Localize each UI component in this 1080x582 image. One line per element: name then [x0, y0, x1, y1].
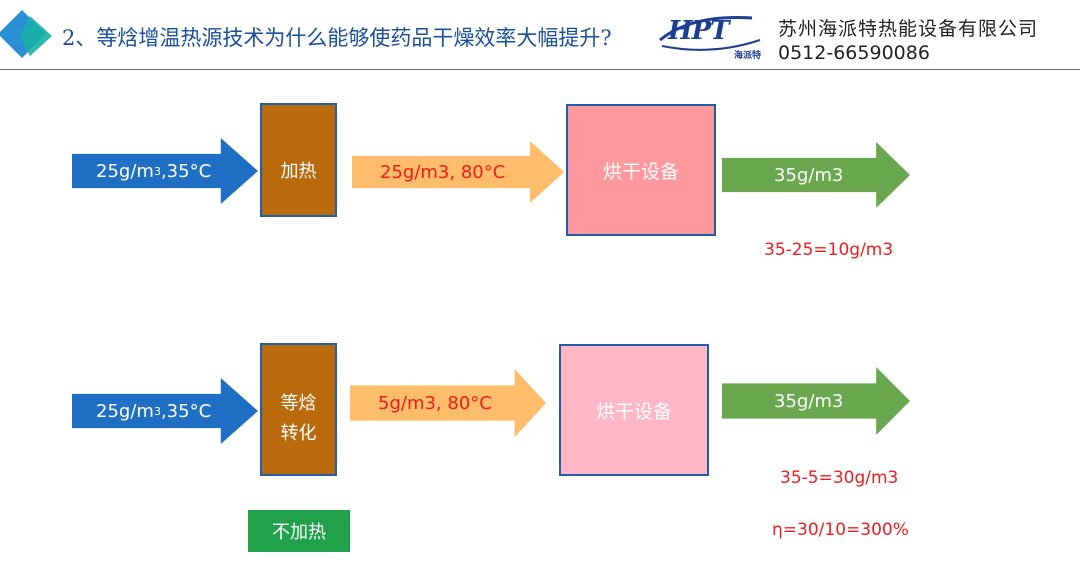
- top-input-value: 25g/m: [96, 160, 154, 182]
- company-name: 苏州海派特热能设备有限公司: [778, 18, 1039, 40]
- top-middle-label: 25g/m3, 80°C: [380, 161, 506, 183]
- bottom-conversion-label-1: 等焓: [280, 393, 317, 414]
- bottom-middle-label: 5g/m3, 80°C: [378, 392, 492, 414]
- logo-swoosh-icon: [659, 16, 761, 51]
- page-title: 2、等焓增温热源技术为什么能够使药品干燥效率大幅提升?: [62, 26, 612, 50]
- top-dryer-label: 烘干设备: [602, 160, 679, 183]
- company-logo: HPT: [668, 16, 729, 46]
- bottom-middle-arrow: 5g/m3, 80°C: [350, 369, 546, 437]
- header-divider: [0, 69, 1080, 70]
- no-heating-tag: 不加热: [248, 510, 350, 552]
- bottom-output-label: 35g/m3: [774, 390, 844, 412]
- top-result-text: 35-25=10g/m3: [764, 240, 894, 260]
- top-dryer-box: 烘干设备: [566, 104, 716, 236]
- bottom-conversion-box: 等焓 转化: [260, 343, 337, 476]
- diamond-bullet-icon: [0, 10, 52, 58]
- bottom-output-arrow: 35g/m3: [722, 367, 910, 435]
- top-heating-box: 加热: [260, 103, 337, 217]
- top-input-temp: ,35°C: [160, 160, 212, 182]
- bottom-input-temp: ,35°C: [160, 400, 212, 422]
- bottom-dryer-box: 烘干设备: [559, 344, 709, 476]
- top-output-arrow: 35g/m3: [722, 142, 910, 208]
- bottom-input-sup: 3: [153, 404, 161, 418]
- bottom-dryer-label: 烘干设备: [595, 400, 672, 423]
- bottom-result-text: 35-5=30g/m3: [780, 468, 899, 488]
- top-input-sup: 3: [153, 164, 161, 178]
- company-phone: 0512-66590086: [778, 42, 930, 64]
- efficiency-text: η=30/10=300%: [772, 520, 909, 540]
- top-middle-arrow: 25g/m3, 80°C: [352, 141, 564, 203]
- company-logo-sub: 海派特: [734, 51, 762, 61]
- bottom-input-value: 25g/m: [96, 400, 154, 422]
- top-output-label: 35g/m3: [774, 164, 844, 186]
- bottom-conversion-label-2: 转化: [280, 423, 317, 444]
- top-heating-label: 加热: [280, 161, 317, 182]
